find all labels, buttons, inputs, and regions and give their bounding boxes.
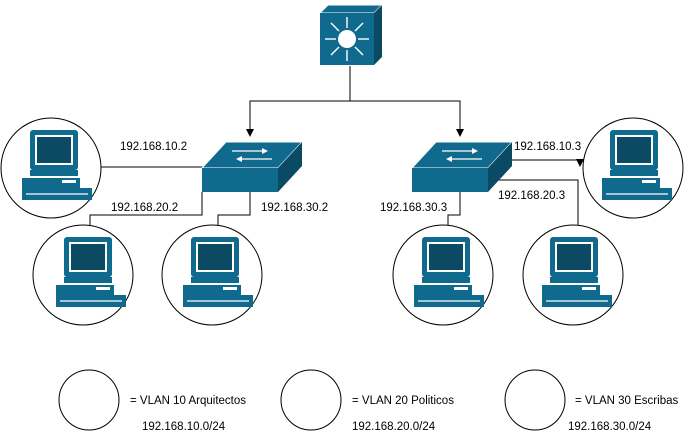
legend-subnet: 192.168.20.0/24: [352, 421, 436, 433]
ip-label-right-bottom-1: 192.168.30.3: [380, 202, 447, 214]
core-to-right-switch-link: [349, 66, 464, 137]
left-switch-icon: [201, 141, 303, 193]
legend-label: = VLAN 20 Politicos: [352, 395, 454, 407]
pc-right-bottom-1: [392, 224, 494, 326]
ip-label-right-top: 192.168.10.3: [514, 141, 581, 153]
core-to-left-switch-link: [246, 66, 351, 137]
legend-circle: [504, 369, 566, 431]
pc-left-bottom-1: [32, 224, 134, 326]
right-switch-icon: [411, 141, 513, 193]
pc-left-top: [0, 117, 102, 219]
legend-vlan-30: = VLAN 30 Escribas 192.168.30.0/24: [504, 369, 678, 433]
legend-subnet: 192.168.30.0/24: [568, 421, 652, 433]
legend-vlan-20: = VLAN 20 Politicos 192.168.20.0/24: [280, 369, 454, 433]
legend-label: = VLAN 10 Arquitectos: [130, 395, 246, 407]
right-switch-to-top-pc-link: [505, 159, 584, 167]
ip-label-right-bottom-2: 192.168.20.3: [498, 190, 565, 202]
legend-subnet: 192.168.10.0/24: [142, 421, 226, 433]
ip-label-left-bottom-2: 192.168.30.2: [261, 202, 328, 214]
legend-vlan-10: = VLAN 10 Arquitectos 192.168.10.0/24: [58, 369, 246, 433]
legend-circle: [280, 369, 342, 431]
legend-circle: [58, 369, 120, 431]
ip-label-left-top: 192.168.10.2: [120, 141, 187, 153]
ip-label-left-bottom-1: 192.168.20.2: [111, 202, 178, 214]
right-switch-to-bottom-right-pc-link: [490, 179, 582, 243]
pc-right-bottom-2: [522, 224, 624, 326]
layer3-switch-icon: [318, 4, 384, 65]
pc-left-bottom-2: [161, 224, 263, 326]
legend-label: = VLAN 30 Escribas: [575, 395, 678, 407]
pc-right-top: [582, 117, 684, 219]
